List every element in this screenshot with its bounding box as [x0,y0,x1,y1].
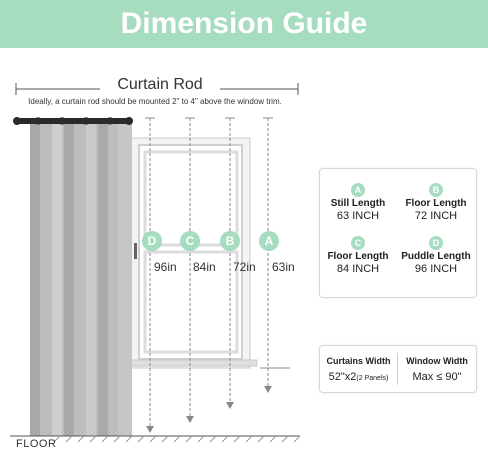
diagram-value-b: 72in [233,260,256,274]
curtain-panel [30,117,132,436]
diagram-letter-a: A [259,231,279,251]
diagram-letter-b: B [220,231,240,251]
length-value-c: 84 INCH [336,263,380,275]
length-badge-d: D [429,236,443,250]
curtains-width-note: (2 Panels) [356,375,389,382]
curtains-width-number: 52"x2 [328,371,357,383]
diagram-value-c: 84in [193,260,216,274]
length-name-b: Floor Length [405,198,467,209]
dimension-lines [149,118,269,432]
length-cell-b: B Floor Length 72 INCH [398,183,474,222]
rod-width-line [15,83,299,95]
dimension-tops [145,117,290,369]
window-width-label: Window Width [406,356,468,366]
length-cell-d: D Puddle Length 96 INCH [398,236,474,275]
floor-hatch [53,435,301,443]
curtains-width-value: 52"x2(2 Panels) [320,371,397,383]
length-value-a: 63 INCH [336,210,380,222]
dimension-arrows [146,386,272,433]
header-banner [0,0,488,48]
curtains-width-label: Curtains Width [326,356,391,366]
diagram-value-a: 63in [272,260,295,274]
diagram-value-d: 96in [154,260,177,274]
length-value-d: 96 INCH [414,263,458,275]
length-value-b: 72 INCH [414,210,458,222]
length-badge-c: C [351,236,365,250]
length-info-box: A Still Length 63 INCH B Floor Length 72… [319,168,477,298]
width-info-box: Curtains Width 52"x2(2 Panels) Window Wi… [319,345,477,393]
length-name-d: Puddle Length [401,251,471,262]
curtain-rod [16,118,130,124]
window-width-value: Max ≤ 90" [412,371,462,383]
floor-label: FLOOR [16,438,57,450]
page-title: Dimension Guide [120,7,368,40]
length-badge-b: B [429,183,443,197]
window-illustration [124,137,258,369]
diagram-letter-c: C [180,231,200,251]
length-cell-a: A Still Length 63 INCH [320,183,396,222]
length-cell-c: C Floor Length 84 INCH [320,236,396,275]
length-name-c: Floor Length [327,251,389,262]
width-divider [397,353,398,385]
diagram-letter-d: D [142,231,162,251]
curtain-rod-label: Curtain Rod [117,76,203,93]
length-badge-a: A [351,183,365,197]
rod-mount-note: Ideally, a curtain rod should be mounted… [28,97,282,106]
length-name-a: Still Length [330,198,386,209]
